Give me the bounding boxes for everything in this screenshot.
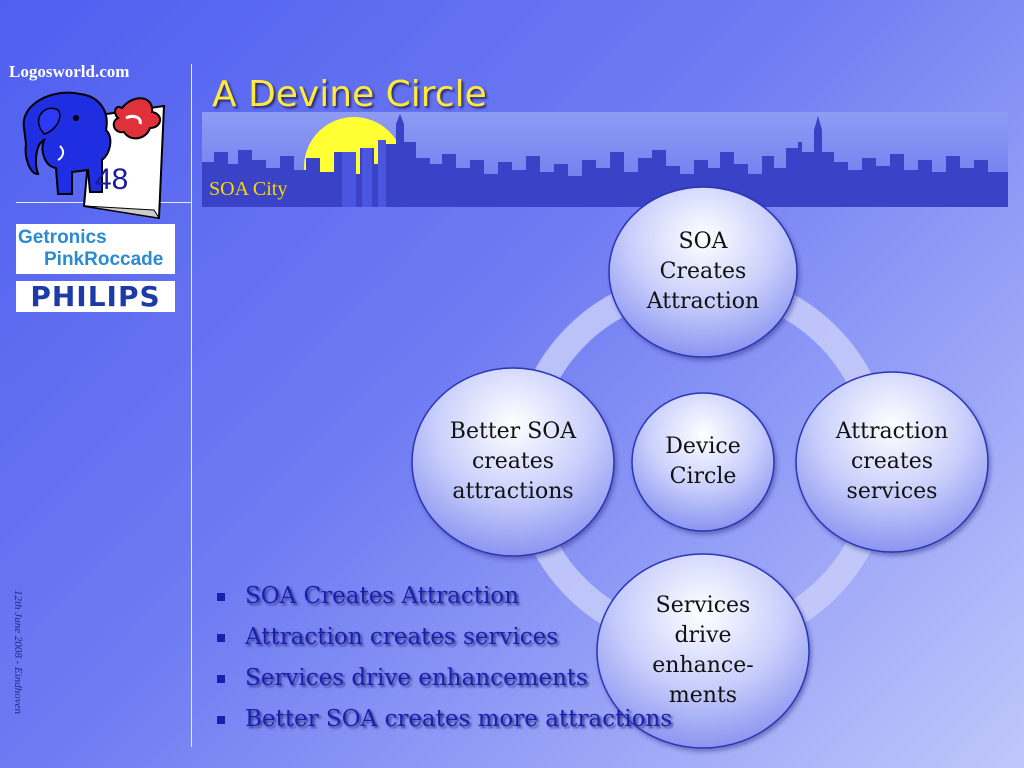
cycle-node-center-shape — [631, 392, 775, 532]
slide-number: 48 — [95, 163, 129, 196]
bullet-text: Services drive enhancements — [245, 665, 588, 691]
bullet-text: Attraction creates services — [245, 624, 559, 650]
philips-logo: PHILIPS — [16, 281, 175, 312]
bullet-text: Better SOA creates more attractions — [245, 706, 673, 732]
cycle-node-right-shape — [795, 371, 989, 553]
page-title: A Devine Circle — [212, 74, 487, 115]
bullet-square-icon — [217, 634, 225, 642]
banner-subtitle: SOA City — [209, 178, 288, 200]
getronics-logo-line2: PinkRoccade — [44, 249, 164, 270]
cycle-node-left-shape — [411, 367, 615, 557]
cycle-node-top-shape — [608, 186, 798, 358]
city-skyline-icon — [202, 112, 1008, 207]
bullet-list: SOA Creates Attraction Attraction create… — [215, 583, 672, 747]
sidebar-divider-vertical — [191, 64, 192, 747]
site-name: Logosworld.com — [9, 62, 130, 81]
getronics-pinkroccade-logo: Getronics PinkRoccade — [16, 224, 175, 274]
bullet-item: Attraction creates services — [215, 624, 672, 665]
bullet-square-icon — [217, 675, 225, 683]
bullet-item: Services drive enhancements — [215, 665, 672, 706]
bullet-item: Better SOA creates more attractions — [215, 706, 672, 747]
elephant-logo-icon — [22, 91, 166, 220]
bullet-square-icon — [217, 716, 225, 724]
date-footer: 12th June 2008 - Eindhoven — [12, 590, 24, 715]
bullet-item: SOA Creates Attraction — [215, 583, 672, 624]
bullet-square-icon — [217, 593, 225, 601]
cycle-node-bottom-shape — [596, 553, 810, 749]
bullet-text: SOA Creates Attraction — [245, 583, 519, 609]
getronics-logo-line1: Getronics — [18, 227, 107, 248]
